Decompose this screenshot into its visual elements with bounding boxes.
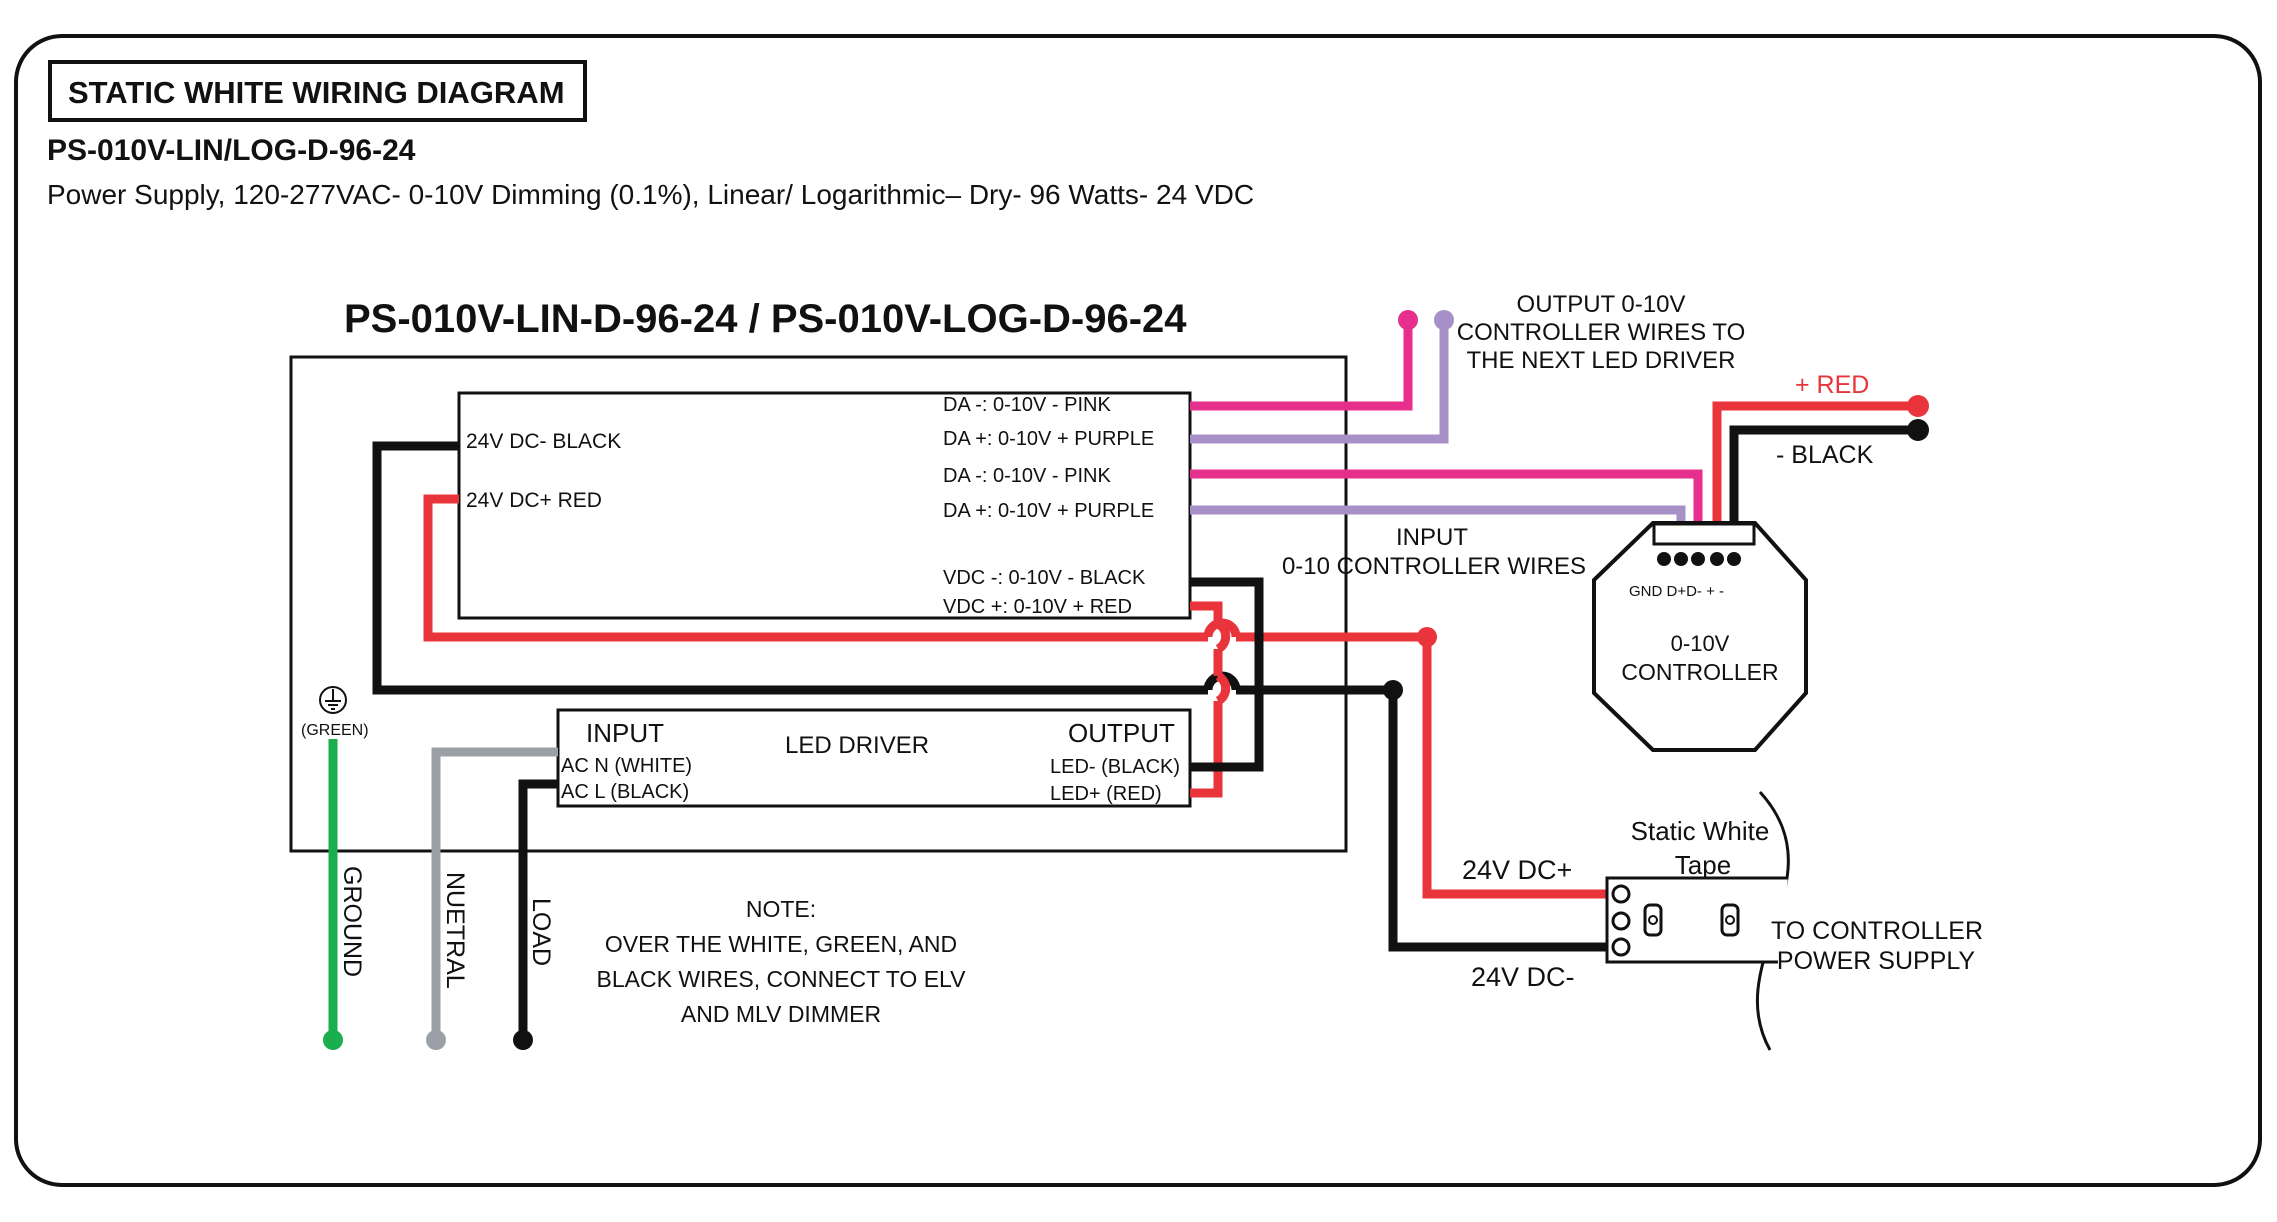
label-ac-l: AC L (BLACK) — [561, 781, 689, 803]
red-plus-terminal — [1907, 395, 1929, 417]
led-driver-input-label: INPUT — [586, 718, 664, 748]
controller-pins-label: GND D+D- + - — [1629, 583, 1724, 600]
label-led-minus: LED- (BLACK) — [1050, 756, 1180, 778]
title-badge: STATIC WHITE WIRING DIAGRAM — [68, 75, 565, 110]
wire-dc-minus-black — [372, 441, 1208, 695]
black-minus-terminal — [1907, 419, 1929, 441]
ground-symbol-label: (GREEN) — [301, 722, 369, 739]
controller-terminal-strip — [1652, 522, 1756, 546]
wire-dc-minus-black-out — [1236, 685, 1610, 952]
label-da-plus-purple-1: DA +: 0-10V + PURPLE — [943, 428, 1154, 450]
ground-terminal — [323, 1030, 343, 1050]
to-controller-line2: POWER SUPPLY — [1777, 947, 1976, 975]
label-vdc-plus-red: VDC +: 0-10V + RED — [943, 596, 1132, 618]
neutral-terminal — [426, 1030, 446, 1050]
label-led-plus: LED+ (RED) — [1050, 783, 1162, 805]
wire-led-minus-black — [1190, 577, 1264, 772]
tape-label-line2: Tape — [1675, 850, 1731, 880]
output-label-line: OUTPUT 0-10V — [1517, 291, 1686, 318]
led-driver-title: LED DRIVER — [785, 732, 929, 759]
label-minus-black: - BLACK — [1776, 441, 1874, 469]
led-driver-output-label: OUTPUT — [1068, 718, 1175, 748]
diagram-title: PS-010V-LIN-D-96-24 / PS-010V-LOG-D-96-2… — [344, 297, 1187, 341]
output-label-line: THE NEXT LED DRIVER — [1467, 347, 1736, 374]
tape-strip — [1605, 876, 1788, 964]
label-da-minus-pink-1: DA -: 0-10V - PINK — [943, 394, 1111, 416]
controller-pin-dots — [1657, 552, 1741, 566]
input-label-line: INPUT — [1396, 524, 1468, 551]
label-ac-n: AC N (WHITE) — [561, 755, 692, 777]
controller-body — [1592, 521, 1808, 752]
tape-led-chips — [1611, 884, 1740, 957]
wire-controller-red — [1712, 401, 1918, 540]
controller-title-line1: 0-10V — [1671, 631, 1730, 656]
label-dc-minus-black: 24V DC- BLACK — [466, 430, 621, 453]
note-block: NOTE: OVER THE WHITE, GREEN, AND BLACK W… — [597, 896, 967, 1027]
note-line: OVER THE WHITE, GREEN, AND — [605, 931, 957, 957]
note-line: AND MLV DIMMER — [681, 1001, 881, 1027]
input-label-line: 0-10 CONTROLLER WIRES — [1282, 553, 1586, 580]
power-supply-enclosure — [289, 355, 1348, 853]
ground-icon — [319, 686, 347, 714]
label-da-plus-purple-2: DA +: 0-10V + PURPLE — [943, 500, 1154, 522]
outer-frame — [14, 34, 2262, 1187]
to-controller-line1: TO CONTROLLER — [1771, 917, 1983, 945]
tape-label-line1: Static White — [1631, 816, 1770, 846]
tape-dc-plus-label: 24V DC+ — [1462, 855, 1572, 885]
note-line: NOTE: — [746, 896, 816, 922]
tape-dc-minus-label: 24V DC- — [1471, 962, 1575, 992]
junction-black — [1383, 680, 1403, 700]
label-vdc-minus-black: VDC -: 0-10V - BLACK — [943, 567, 1146, 589]
label-plus-red: + RED — [1795, 371, 1869, 399]
title-badge-box — [48, 60, 587, 122]
output-label-line: CONTROLLER WIRES TO — [1457, 319, 1746, 346]
wire-da-minus-pink-in — [1190, 469, 1703, 540]
controller-title-line2: CONTROLLER — [1621, 659, 1778, 685]
label-dc-plus-red: 24V DC+ RED — [466, 489, 602, 512]
output-pink-terminal — [1398, 310, 1418, 330]
wire-dc-plus-red — [423, 494, 1208, 642]
wire-led-plus-red — [1190, 701, 1223, 798]
wire-da-minus-pink-out — [1190, 320, 1413, 411]
wire-da-plus-purple-out — [1190, 320, 1449, 444]
input-wires-label: INPUT 0-10 CONTROLLER WIRES — [1282, 524, 1586, 580]
mains-label-ground: GROUND — [338, 866, 366, 977]
mains-label-neutral: NUETRAL — [441, 872, 469, 989]
note-line: BLACK WIRES, CONNECT TO ELV — [597, 966, 967, 992]
output-purple-terminal — [1434, 310, 1454, 330]
wire-load-black — [518, 779, 558, 1040]
wire-dc-plus-red-out — [1236, 632, 1610, 899]
wire-neutral-grey — [431, 747, 558, 1040]
load-terminal — [513, 1030, 533, 1050]
output-wires-label: OUTPUT 0-10V CONTROLLER WIRES TO THE NEX… — [1457, 291, 1746, 374]
label-da-minus-pink-2: DA -: 0-10V - PINK — [943, 465, 1111, 487]
led-driver-box — [556, 708, 1192, 808]
mains-label-load: LOAD — [527, 898, 555, 966]
wire-led-plus-red-hop2 — [1215, 619, 1231, 654]
model-number: PS-010V-LIN/LOG-D-96-24 — [47, 134, 416, 167]
wire-led-plus-red-top — [1190, 601, 1223, 624]
model-description: Power Supply, 120-277VAC- 0-10V Dimming … — [47, 179, 1254, 210]
junction-red — [1417, 627, 1437, 647]
wire-controller-black — [1729, 425, 1918, 540]
wire-led-plus-red-hop — [1215, 671, 1231, 706]
